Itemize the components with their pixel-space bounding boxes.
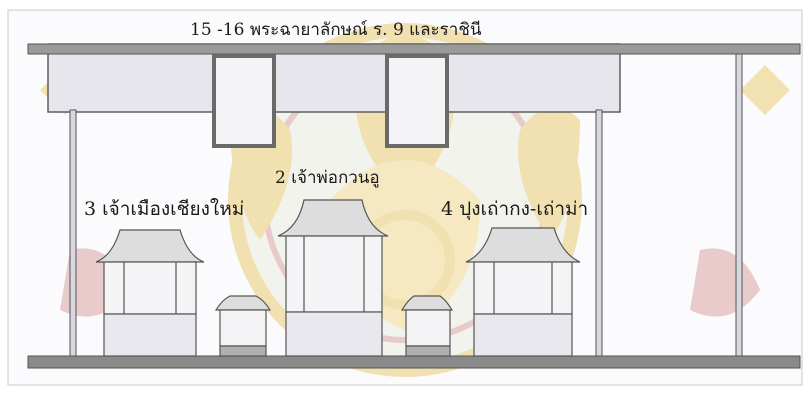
shrine-cabinet-2 <box>278 200 388 356</box>
label-shrine-3: 3 เจ้าเมืองเชียงใหม่ <box>84 200 244 219</box>
portrait-frame-right <box>387 56 447 146</box>
floor-rail <box>28 356 800 368</box>
column-mid <box>596 110 602 362</box>
altar-table-right <box>402 296 452 356</box>
portrait-frame-left <box>214 56 274 146</box>
label-shrine-4: 4 ปุงเถ่ากง-เถ่าม่า <box>441 200 588 219</box>
top-rail <box>28 44 800 54</box>
altar-table-left <box>216 296 270 356</box>
label-shrine-2: 2 เจ้าพ่อกวนอู <box>275 170 380 187</box>
diagram-title: 15 -16 พระฉายาลักษณ์ ร. 9 และราชินี <box>190 22 482 39</box>
shrine-cabinet-3 <box>96 230 204 356</box>
column-left <box>70 110 76 362</box>
shrine-cabinet-4 <box>466 228 580 356</box>
column-right <box>736 54 742 362</box>
